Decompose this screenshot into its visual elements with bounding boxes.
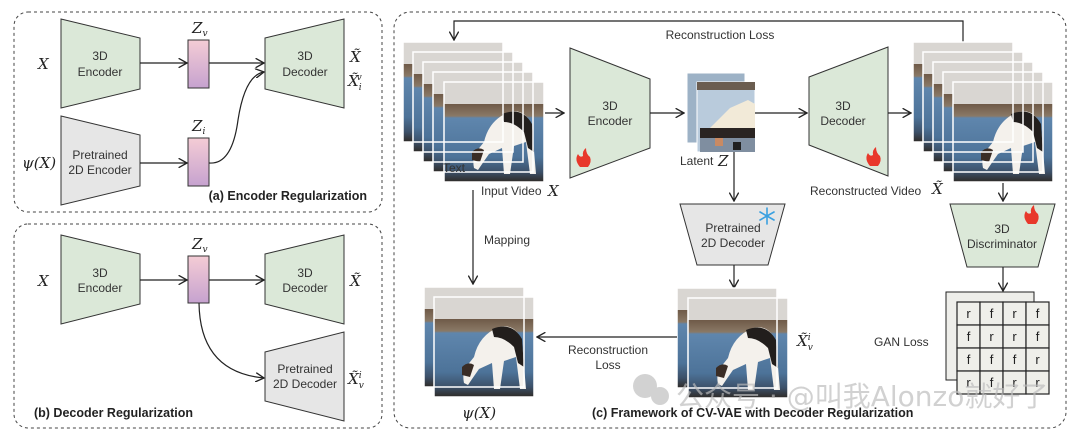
gan-grid-cell-label: f <box>967 329 971 344</box>
watermark: 公众号 · @叫我Alonzo就好了 <box>633 374 1048 413</box>
panel-c-caption: (c) Framework of CV-VAE with Decoder Reg… <box>592 406 913 420</box>
latent-label: Latent <box>680 154 714 168</box>
panel-a-border <box>13 11 383 213</box>
panel-b-2d-decoder-line2: 2D Decoder <box>273 377 337 391</box>
xvi-label: X̃vi <box>796 332 813 353</box>
panel-a-3d-decoder-line1: 3D <box>297 49 313 63</box>
psi-x-label: ψ(X) <box>462 404 496 422</box>
latent-z-image <box>686 72 756 153</box>
panel-b-3d-encoder-line2: Encoder <box>78 281 123 295</box>
gan-grid-cell-label: r <box>1035 352 1040 367</box>
gan-grid-cell-label: f <box>1036 306 1040 321</box>
panel-a-2d-encoder-line2: 2D Encoder <box>68 163 131 177</box>
panel-a-3d-decoder-line2: Decoder <box>282 65 327 79</box>
gan-grid-cell-label: r <box>966 306 971 321</box>
discriminator-line2: Discriminator <box>967 237 1037 251</box>
panel-c-3d-decoder <box>808 46 889 177</box>
panel-b-3d-decoder-line1: 3D <box>297 266 313 280</box>
recon-video-label: Reconstructed Video <box>810 184 922 198</box>
panel-a-arrow-zi-dec <box>208 72 264 164</box>
gan-loss-label: GAN Loss <box>874 335 929 349</box>
panel-a-input-psi: ψ(X) <box>22 154 56 172</box>
panel-b-2d-decoder <box>264 331 345 422</box>
panel-b-output-xtilde: X̃ <box>349 272 362 290</box>
gan-grid-cell-label: f <box>1036 329 1040 344</box>
mapping-label: Mapping <box>484 233 530 247</box>
panel-a-output-xiv: X̃iv <box>347 72 362 93</box>
input-video-stack <box>402 41 545 183</box>
panel-b-output-xvi: X̃vi <box>347 370 364 391</box>
fire-icon <box>866 147 881 166</box>
panel-c-pretrained-2d-decoder <box>679 203 786 266</box>
panel-b-arrow-zv-2ddec <box>198 302 264 378</box>
panel-c-3d-encoder-line2: Encoder <box>588 114 633 128</box>
panel-a-3d-encoder <box>60 18 141 109</box>
gan-grid-cell-label: f <box>967 352 971 367</box>
gan-grid-cell-label: f <box>1013 352 1017 367</box>
gan-grid-cell-label: f <box>990 375 994 390</box>
input-video-var: X <box>547 182 560 200</box>
recon-video-var: X̃ <box>931 180 944 198</box>
panel-c-3d-encoder <box>569 47 651 179</box>
xvi-image-stack <box>676 287 789 399</box>
panel-a-zv-label: Zv <box>191 19 208 39</box>
gan-grid-cell-label: r <box>966 375 971 390</box>
panel-b-input-x: X <box>37 272 50 290</box>
panel-b-3d-decoder-line2: Decoder <box>282 281 327 295</box>
panel-c-recon-loss-top-arrow <box>454 20 964 42</box>
latent-var: Z <box>717 152 729 170</box>
snowflake-icon <box>759 207 775 225</box>
panel-c-3d-decoder-line1: 3D <box>835 99 851 113</box>
panel-b-3d-encoder-line1: 3D <box>92 266 108 280</box>
pretrained-decoder-line2: 2D Decoder <box>701 236 765 250</box>
panel-b-3d-decoder <box>264 234 345 325</box>
panel-a-caption: (a) Encoder Regularization <box>209 189 367 203</box>
panel-b-zv-label: Zv <box>191 235 208 255</box>
fire-icon <box>1024 205 1039 224</box>
panel-a-3d-encoder-line1: 3D <box>92 49 108 63</box>
panel-b-border <box>13 223 383 429</box>
recon-loss-bottom-line2: Loss <box>595 358 620 372</box>
discriminator-line1: 3D <box>994 222 1010 236</box>
panel-a-zi-label: Zi <box>191 117 205 137</box>
panel-a-latent-zi <box>187 137 210 187</box>
panel-b-latent-zv <box>187 255 210 304</box>
panel-a-3d-encoder-line2: Encoder <box>78 65 123 79</box>
reconstructed-video-stack <box>912 41 1054 183</box>
panel-b-caption: (b) Decoder Regularization <box>34 406 193 420</box>
svg-text:公众号 · @叫我Alonzo就好了: 公众号 · @叫我Alonzo就好了 <box>676 380 1048 413</box>
panel-c-recon-loss-top-label: Reconstruction Loss <box>666 28 775 42</box>
gan-grid-cell-label: r <box>1035 375 1040 390</box>
gan-grid-cell <box>1025 370 1050 395</box>
gan-grid-cell-label: r <box>1012 375 1017 390</box>
fire-icon <box>576 148 591 167</box>
input-video-label: Input Video <box>481 184 542 198</box>
panel-a-output-xtilde: X̃ <box>349 48 362 66</box>
recon-loss-bottom-line1: Reconstruction <box>568 343 648 357</box>
panel-b-3d-encoder <box>60 234 141 325</box>
panel-c-3d-decoder-line2: Decoder <box>820 114 865 128</box>
panel-c-border <box>393 11 1067 429</box>
panel-a-2d-encoder-line1: Pretrained <box>72 148 127 162</box>
wechat-icon <box>633 374 657 398</box>
gan-grid-cell-label: f <box>990 306 994 321</box>
panel-a-2d-encoder <box>60 115 141 206</box>
panel-a-latent-zv <box>187 39 210 89</box>
gan-grid-cell-label: r <box>989 329 994 344</box>
psi-x-image-stack <box>423 286 535 398</box>
gan-grid-cell-label: r <box>1012 329 1017 344</box>
pretrained-decoder-line1: Pretrained <box>705 221 760 235</box>
frame-overlay-text: Text <box>443 161 466 175</box>
gan-grid-cell-label: r <box>1012 306 1017 321</box>
panel-b-2d-decoder-line1: Pretrained <box>277 362 332 376</box>
panel-a-3d-decoder <box>264 18 345 109</box>
panel-a-input-x: X <box>37 55 50 73</box>
gan-grid-cell-label: f <box>990 352 994 367</box>
panel-c-3d-encoder-line1: 3D <box>602 99 618 113</box>
